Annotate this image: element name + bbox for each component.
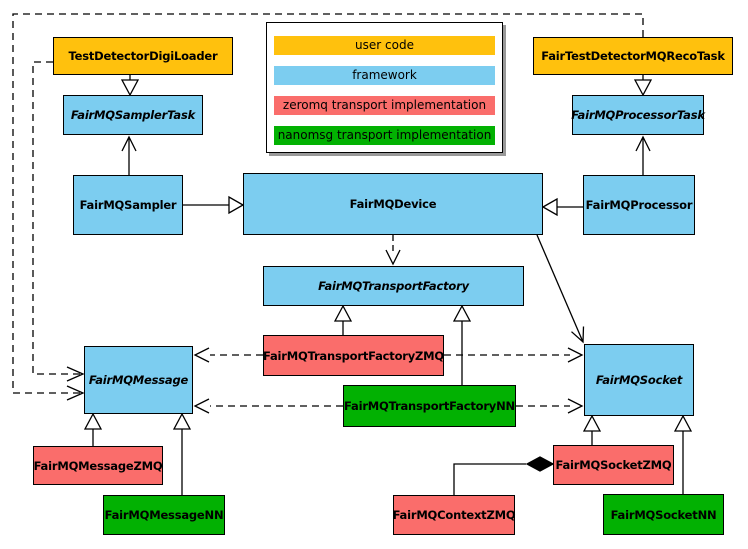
node-fairmqdevice: FairMQDevice [243, 173, 543, 235]
edge-socketzmq-socket [582, 414, 602, 445]
legend-item-nanomsg: nanomsg transport implementation [274, 126, 495, 145]
edge-processor-device [541, 197, 583, 217]
node-fairmqsocket: FairMQSocket [584, 344, 694, 416]
legend-item-user-code: user code [274, 36, 495, 55]
node-fairmqtransportfactorynn: FairMQTransportFactoryNN [343, 385, 516, 427]
edge-tfzmq-socket [444, 347, 584, 363]
edge-device-socket [536, 234, 585, 344]
node-fairmqsamplertask: FairMQSamplerTask [63, 95, 203, 135]
edge-digiloader-samplertask [120, 75, 140, 97]
node-fairmqmessagezmq: FairMQMessageZMQ [33, 446, 163, 485]
edge-socketzmq-contextzmq [453, 456, 555, 495]
node-fairmqsocketzmq: FairMQSocketZMQ [553, 445, 674, 485]
edge-messagezmq-message [83, 412, 103, 446]
edge-tfzmq-message [193, 347, 263, 363]
edge-processor-processortask [635, 135, 651, 175]
node-fairmqmessage: FairMQMessage [84, 346, 193, 414]
edge-tfnn-message [193, 398, 343, 414]
node-fairmqtransportfactoryzmq: FairMQTransportFactoryZMQ [263, 335, 444, 376]
edge-tfnn-transportfactory [452, 304, 472, 385]
node-fairmqsocketnn: FairMQSocketNN [603, 494, 724, 535]
edge-tfnn-socket [516, 398, 584, 414]
node-fairtestdetectormqrecotask: FairTestDetectorMQRecoTask [533, 37, 733, 75]
node-fairmqcontextzmq: FairMQContextZMQ [393, 495, 516, 535]
legend-label: nanomsg transport implementation [277, 128, 492, 142]
node-fairmqsampler: FairMQSampler [73, 175, 183, 235]
node-fairmqmessagenn: FairMQMessageNN [103, 495, 225, 535]
node-fairmqtransportfactory: FairMQTransportFactory [263, 266, 524, 306]
legend-item-framework: framework [274, 66, 495, 85]
edge-digiloader-message [32, 61, 85, 382]
legend: user code framework zeromq transport imp… [266, 22, 503, 153]
legend-label: zeromq transport implementation [282, 98, 487, 112]
edge-sampler-device [183, 195, 245, 215]
edge-recotask-message [12, 13, 644, 401]
edge-device-transportfactory [385, 235, 401, 266]
edge-socketnn-socket [673, 414, 693, 494]
edge-recotask-processortask [633, 75, 653, 97]
legend-label: user code [355, 38, 414, 52]
node-testdetectordigiloader: TestDetectorDigiLoader [53, 37, 233, 75]
legend-label: framework [352, 68, 417, 82]
node-fairmqprocessortask: FairMQProcessorTask [571, 95, 705, 135]
edge-messagenn-message [172, 412, 192, 495]
edge-sampler-samplertask [121, 135, 137, 175]
edge-tfzmq-transportfactory [333, 304, 353, 335]
node-fairmqprocessor: FairMQProcessor [583, 175, 695, 235]
legend-item-zeromq: zeromq transport implementation [274, 96, 495, 115]
